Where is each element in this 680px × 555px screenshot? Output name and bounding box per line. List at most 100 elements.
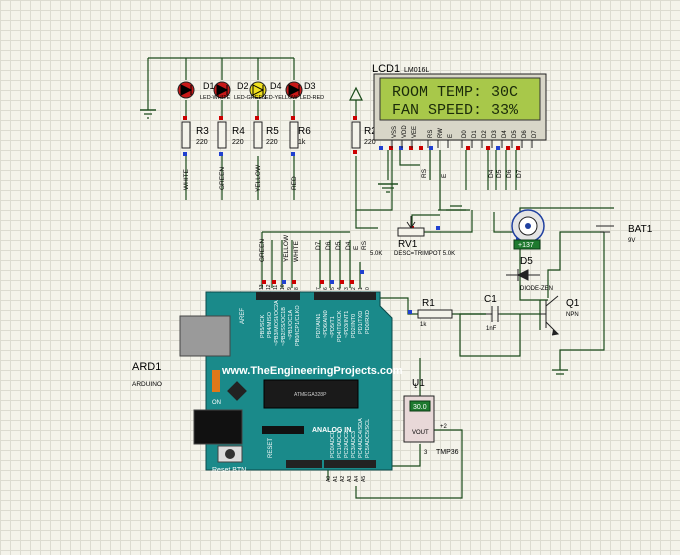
lcd-module[interactable]	[373, 73, 547, 141]
rv1-ref: RV1	[398, 239, 418, 250]
lcd-line1: ROOM TEMP: 30C	[392, 84, 518, 101]
pin-num-13: 13	[259, 284, 265, 290]
arduino-on-label: ON	[212, 400, 221, 406]
r4-value: 220	[232, 139, 244, 146]
pin-num-2: 2	[351, 287, 357, 290]
r1-ref: R1	[422, 298, 435, 309]
net-label-d5: D5	[496, 169, 503, 178]
led-d3-type: LED-RED	[300, 95, 324, 101]
lcd-pin-d0: D0	[462, 130, 468, 138]
d5-model: DIODE-ZEN	[520, 286, 553, 292]
pin-num-a5: A5	[361, 476, 367, 482]
c1-ref: C1	[484, 294, 497, 305]
header-label-white: WHITE	[293, 240, 300, 262]
header-d	[314, 292, 376, 300]
header-b	[256, 292, 300, 300]
transistor-q1[interactable]	[540, 295, 560, 336]
led-d4[interactable]	[249, 81, 267, 99]
lcd-pin-vee: VEE	[412, 126, 418, 138]
pin-b4: PB4/MISO	[267, 311, 273, 338]
r5-ref: R5	[266, 126, 279, 137]
u1-pin1: 1	[414, 384, 418, 390]
pin-b2: ~PB2/SS/OC1B	[281, 307, 287, 346]
lcd-pin-d2: D2	[482, 130, 488, 138]
pin-a4: PC4/ADC4/SDA	[358, 418, 364, 458]
arduino-website: www.TheEngineeringProjects.com	[221, 365, 403, 377]
arduino-reset-btn-label: Reset BTN	[212, 467, 246, 474]
net-label-white: WHITE	[183, 168, 190, 190]
arduino-reset-label: RESET	[268, 438, 274, 458]
r2-value: 220	[364, 139, 376, 146]
pin-num-10: 10	[280, 284, 286, 290]
lcd-line2: FAN SPEED: 33%	[392, 102, 519, 119]
arduino-analog-label: ANALOG IN	[312, 427, 351, 434]
led-d4-ref: D4	[270, 81, 282, 91]
pin-num-11: 11	[273, 285, 279, 290]
header-label-green: GREEN	[259, 239, 266, 262]
icsp-chip	[227, 381, 247, 401]
mcu-chip	[263, 379, 359, 409]
net-label-green: GREEN	[219, 167, 226, 190]
pin-num-4: 4	[337, 287, 343, 290]
pin-d6: ~PD6/AIN0	[323, 310, 329, 338]
lcd-pin-vdd: VDD	[402, 125, 408, 138]
net-label-d6: D6	[506, 169, 513, 178]
arduino-board[interactable]	[179, 291, 393, 471]
c1-value: 1nF	[486, 326, 497, 332]
r2-ref: R2	[364, 126, 377, 137]
pin-b0: PB0/ICP1/CLKO	[295, 305, 301, 346]
r6-ref: R6	[298, 126, 311, 137]
trimpot-rv1[interactable]	[397, 216, 425, 237]
pin-num-0: 0	[365, 287, 371, 290]
lcd-pin-e: E	[448, 134, 454, 138]
led-resistors	[181, 121, 361, 149]
pin-state-markers	[183, 116, 520, 284]
led-d2-type: LED-GREEN	[234, 95, 266, 101]
motor-readout-box	[513, 239, 541, 250]
zener-d5[interactable]	[506, 269, 540, 281]
resistor-r1[interactable]	[417, 309, 453, 319]
pin-b5: PB5/SCK	[260, 314, 266, 338]
led-d4-type: LED-YELLOW	[262, 95, 298, 101]
arduino-aref: AREF	[240, 308, 246, 324]
usb-port	[179, 315, 231, 357]
led-d2[interactable]	[213, 81, 231, 99]
header-label-yellow: YELLOW	[283, 234, 290, 262]
motor[interactable]	[511, 209, 545, 243]
lcd-pin-d1: D1	[472, 130, 478, 138]
pin-b3: ~PB3/MOSI/OC2A	[274, 300, 280, 346]
lcd-model: LM016L	[404, 67, 429, 74]
net-label-d7: D7	[516, 169, 523, 178]
led-d3-ref: D3	[304, 81, 316, 91]
header-label-d4: D4	[345, 241, 352, 250]
arduino-pin-labels-d: PD7/AIN1 ~PD6/AIN0 ~PD5/T1 PD4/T0/XCK ~P…	[316, 310, 371, 342]
pin-d5: ~PD5/T1	[330, 316, 336, 338]
net-label-d4: D4	[488, 169, 495, 178]
header-analog	[324, 460, 376, 468]
q1-ref: Q1	[566, 298, 580, 309]
reset-button-cap	[225, 449, 235, 459]
bat1-value: 9V	[628, 238, 635, 244]
d5-ref: D5	[520, 256, 533, 267]
arduino-pin-labels-a: PC0/ADC0 PC1/ADC1 PC2/ADC2 PC3/ADC3 PC4/…	[330, 418, 371, 458]
pin-num-9: 9	[287, 287, 293, 290]
arduino-pin-numbers-d: 7 6 5 4 3 2 1 0	[316, 287, 371, 290]
led-d1[interactable]	[177, 81, 195, 99]
header-label-e: E	[353, 245, 360, 250]
sensor-u1[interactable]	[403, 395, 435, 443]
power-jack	[193, 409, 243, 445]
net-label-yellow: YELLOW	[255, 164, 262, 192]
net-label-e: E	[441, 173, 448, 178]
arduino-pin-labels-b: PB5/SCK PB4/MISO ~PB3/MOSI/OC2A ~PB2/SS/…	[260, 300, 301, 346]
lcd-pin-d3: D3	[492, 130, 498, 138]
r3-ref: R3	[196, 126, 209, 137]
capacitor-c1[interactable]	[486, 306, 500, 322]
arduino-ref: ARD1	[132, 361, 161, 373]
pin-d7: PD7/AIN1	[316, 314, 322, 338]
header-label-d6: D6	[325, 241, 332, 250]
u1-reading: 30.0	[413, 404, 427, 411]
led-d3[interactable]	[285, 81, 303, 99]
battery-bat1[interactable]	[596, 225, 614, 233]
u1-ref: U1	[412, 378, 425, 389]
